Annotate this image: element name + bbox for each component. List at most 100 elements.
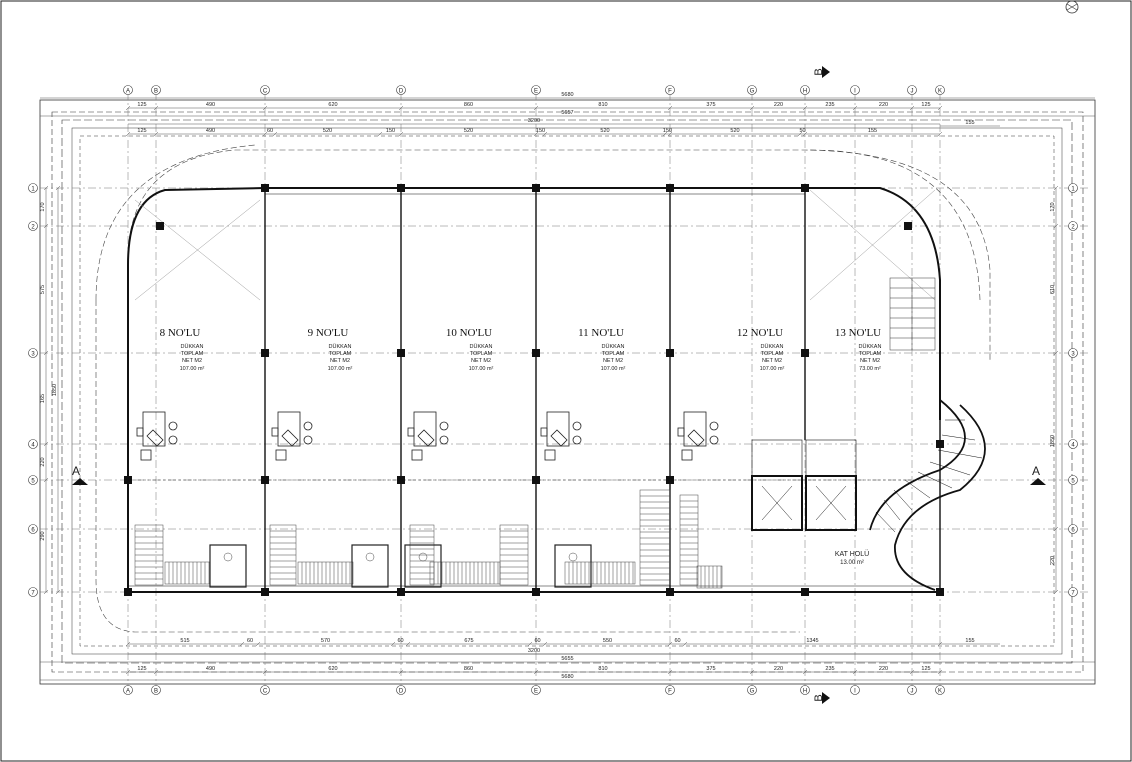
dim-top-chain: 220 [774,102,783,108]
axis-bubble-col-d-bottom: D [396,685,406,695]
shop-net-label: NET M2 [603,358,623,364]
dim-bottom-chain: 675 [464,638,473,644]
dim-bottom-overall: 5680 [561,674,573,680]
bottom-stairs [134,489,723,589]
dim-top-chain: 860 [464,102,473,108]
axis-bubble-col-e-bottom: E [531,685,541,695]
axis-bubble-col-g-top: G [747,85,757,95]
wc-box [209,544,247,588]
dim-bottom-chain-2: 125 [921,666,930,672]
axis-bubble-row-5-right: 5 [1068,475,1078,485]
corridor-area: 13.00 m² [840,560,864,566]
section-b-top-label: B [813,68,825,75]
shop-area: 107.00 m² [180,366,205,372]
corridor-label: KAT HOLÜ 13.00 m² [835,550,869,566]
column [666,349,674,357]
axis-col-label: A [126,89,130,95]
office-furniture [136,411,178,461]
dim-right-chain: 1850 [1050,435,1056,447]
column [532,349,540,357]
office-furniture [540,411,582,461]
column [397,476,405,484]
axis-bubble-col-j-bottom: J [907,685,917,695]
column [124,476,132,484]
shop-net-label: NET M2 [762,358,782,364]
dim-right-chain: 220 [1050,556,1056,565]
dim-bottom-chain: 570 [321,638,330,644]
shop-area: 107.00 m² [760,366,785,372]
dim-top-chain-2: 150 [536,128,545,134]
column [936,588,944,596]
dim-bottom-chain-2: 220 [774,666,783,672]
axis-col-label: D [399,689,404,695]
dim-top-chain: 620 [328,102,337,108]
axis-bubble-row-1-left: 1 [28,183,38,193]
dim-top-chain: 220 [879,102,888,108]
shop-type: DÜKKAN [329,343,352,350]
axis-bubble-col-g-bottom: G [747,685,757,695]
dim-bottom-chain-2: 490 [206,666,215,672]
ramp-steps [297,561,354,585]
dimension-lines [40,97,1095,681]
dim-top-inner: 5657 [561,110,573,116]
axis-row-label: 2 [1071,225,1075,231]
axis-col-label: C [263,89,268,95]
axis-bubble-col-c-bottom: C [260,685,270,695]
section-marks: A A B B [72,66,1046,704]
core [751,439,857,531]
shop-area: 107.00 m² [469,366,494,372]
shop-gross: TOPLAM [602,351,625,357]
spiral-stair [869,399,986,591]
dim-top-chain-2: 155 [868,128,877,134]
stair-block [679,494,699,586]
stair-block [134,524,164,586]
dim-bottom-chain: 1345 [806,638,818,644]
dim-top-chain: 490 [206,102,215,108]
dim-left-chain: 170 [40,202,46,211]
column [261,588,269,596]
dim-top-overall: 5680 [561,92,573,98]
axis-col-label: E [534,689,538,695]
axis-bubble-col-i-top: I [850,85,860,95]
dim-bottom-chain-2: 860 [464,666,473,672]
axis-bubble-col-b-bottom: B [151,685,161,695]
section-b-bottom-label: B [813,694,825,701]
dim-top-chain: 125 [137,102,146,108]
shop-number: 9 NO'LU [308,327,349,339]
column [397,349,405,357]
axis-col-label: A [126,689,130,695]
shop-net-label: NET M2 [471,358,491,364]
axis-col-label: E [534,89,538,95]
dim-bottom-chain: 60 [674,638,680,644]
upper-stair [889,277,936,351]
axis-bubble-row-2-left: 2 [28,221,38,231]
column [801,184,809,192]
dim-bottom-chain: 515 [180,638,189,644]
shop-number: 8 NO'LU [160,327,201,339]
dim-left-overall: 1850 [52,384,58,396]
axis-row-label: 5 [1071,479,1075,485]
dim-right-chain: 610 [1050,285,1056,294]
shop-area: 107.00 m² [328,366,353,372]
dim-top-chain-2: 150 [386,128,395,134]
shop-type: DÜKKAN [470,343,493,350]
axis-row-label: 2 [31,225,35,231]
shop-net-label: NET M2 [860,358,880,364]
shop-type: DÜKKAN [859,343,882,350]
shop-net-label: NET M2 [330,358,350,364]
stair-block [499,524,529,586]
column [156,222,164,230]
axis-bubble-row-4-left: 4 [28,439,38,449]
axis-bubble-col-j-top: J [907,85,917,95]
dim-top-chain-2: 520 [464,128,473,134]
column [261,476,269,484]
wc-box [554,544,592,588]
axis-bubble-col-b-top: B [151,85,161,95]
axis-row-label: 6 [31,528,35,534]
axis-row-label: 6 [1071,528,1075,534]
axis-col-label: B [154,89,158,95]
